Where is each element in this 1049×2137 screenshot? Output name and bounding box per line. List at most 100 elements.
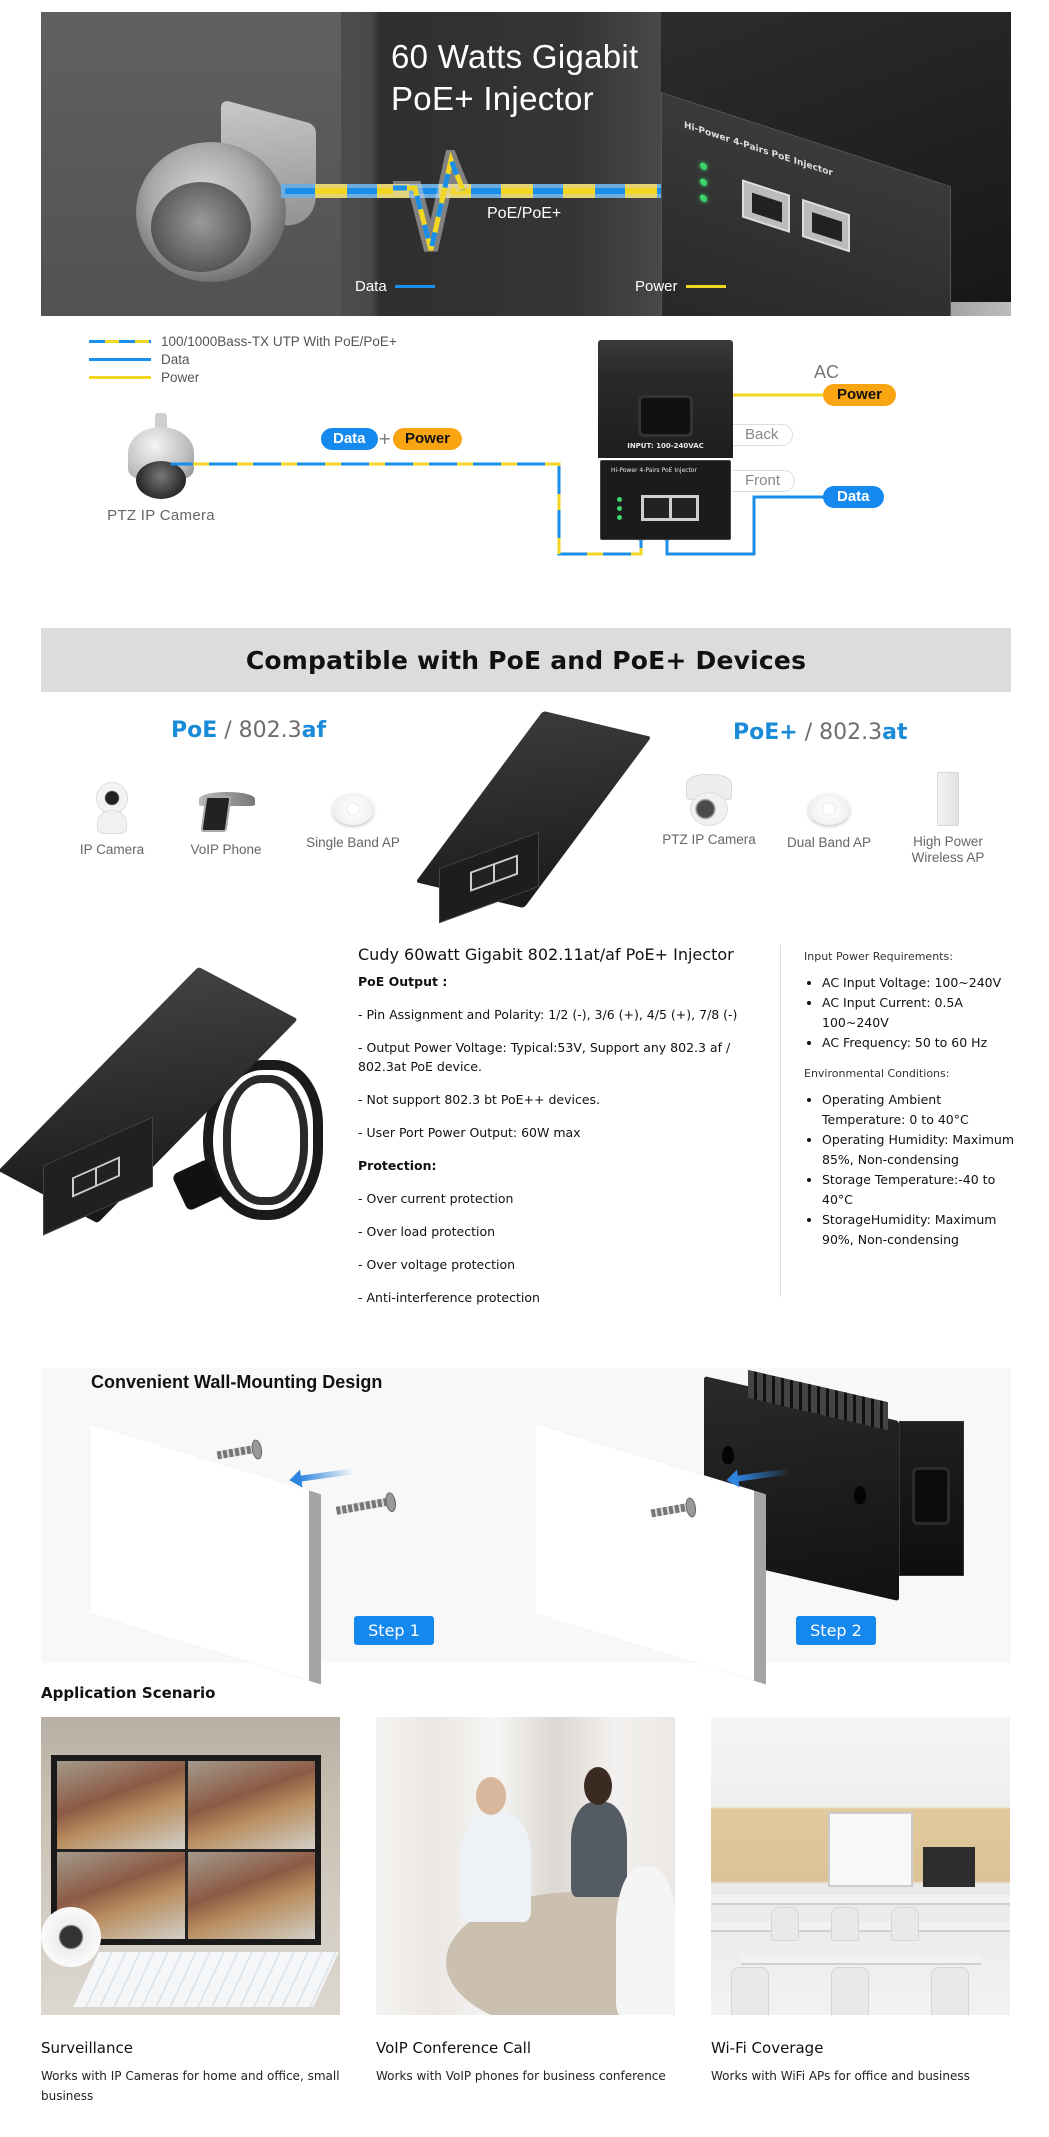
spec-line: - Not support 802.3 bt PoE++ devices. [358, 1092, 600, 1107]
power-line-icon [685, 285, 726, 288]
product-specs: Cudy 60watt Gigabit 802.11at/af PoE+ Inj… [0, 935, 1014, 1325]
app-card-surveillance: Surveillance Works with IP Cameras for h… [41, 1717, 340, 2106]
spec-line: - Anti-interference protection [358, 1290, 540, 1305]
dome-camera-icon [128, 413, 194, 499]
spec-line: - User Port Power Output: 60W max [358, 1125, 581, 1140]
turret-camera-icon [686, 774, 732, 826]
cable-label: PoE/PoE+ [487, 205, 562, 222]
injector-product-image [415, 710, 652, 924]
input-power-heading: Input Power Requirements: [804, 950, 953, 963]
application-cards: Surveillance Works with IP Cameras for h… [41, 1717, 1011, 2106]
surveillance-image [41, 1717, 340, 2015]
environmental-heading: Environmental Conditions: [804, 1067, 950, 1080]
device-ptz-ip-camera: PTZ IP Camera [654, 774, 764, 848]
list-item: Operating Humidity: Maximum 85%, Non-con… [822, 1130, 1014, 1170]
cable-zigzag-graphic [393, 150, 470, 252]
injector-front: Hi-Power 4-Pairs PoE Injector [600, 460, 731, 540]
ip-camera-icon [94, 782, 130, 836]
poe-output-heading: PoE Output : [358, 974, 448, 989]
access-point-icon [332, 787, 374, 829]
power-requirements: Input Power Requirements: AC Input Volta… [804, 950, 1014, 1264]
list-item: AC Frequency: 50 to 60 Hz [822, 1033, 1014, 1053]
app-card-title: VoIP Conference Call [376, 2039, 531, 2057]
back-tag: Back [733, 424, 794, 446]
compatible-header: Compatible with PoE and PoE+ Devices [41, 628, 1011, 692]
ethernet-ports-icon [641, 495, 699, 521]
wall-mount-title: Convenient Wall-Mounting Design [91, 1372, 383, 1392]
legend-data: Data [355, 278, 435, 295]
dashed-line-icon [89, 339, 151, 343]
app-card-title: Wi-Fi Coverage [711, 2039, 824, 2057]
step-1-badge: Step 1 [354, 1616, 434, 1645]
ac-label: AC [814, 362, 840, 382]
connection-diagram: 100/1000Bass-TX UTP With PoE/PoE+ Data P… [41, 318, 1011, 618]
power-pill: Power [393, 428, 463, 450]
divider [780, 945, 781, 1297]
ptz-camera: PTZ IP Camera [101, 413, 221, 524]
device-dual-band-ap: Dual Band AP [774, 787, 884, 851]
diagram-cables [171, 389, 881, 556]
application-title: Application Scenario [41, 1684, 216, 1702]
screw-icon [216, 1444, 258, 1460]
app-card-wifi: Wi-Fi Coverage Works with WiFi APs for o… [711, 1717, 1010, 2106]
product-title: Cudy 60watt Gigabit 802.11at/af PoE+ Inj… [358, 945, 734, 964]
poeplus-standard-label: PoE+ / 802.3at [733, 720, 908, 745]
app-card-title: Surveillance [41, 2039, 133, 2057]
app-card-text: Works with WiFi APs for office and busin… [711, 2069, 970, 2083]
compatible-devices: PoE / 802.3af IP Camera VoIP Phone Singl… [41, 692, 1011, 927]
device-label: Hi-Power 4-Pairs PoE Injector [684, 120, 833, 179]
protection-heading: Protection: [358, 1158, 437, 1173]
list-item: AC Input Current: 0.5A 100~240V [822, 993, 1014, 1033]
screw-icon [335, 1497, 392, 1515]
device-ip-camera: IP Camera [57, 782, 167, 858]
spec-line: - Over current protection [358, 1191, 514, 1206]
injector-device-image: Hi-Power 4-Pairs PoE Injector [661, 12, 1011, 316]
list-item: Storage Temperature:-40 to 40°C [822, 1170, 1014, 1210]
environmental-list: Operating Ambient Temperature: 0 to 40°C… [804, 1090, 1014, 1250]
step-2-badge: Step 2 [796, 1616, 876, 1645]
plus-sign: + [378, 429, 392, 448]
voip-phone-icon [193, 782, 259, 836]
app-card-text: Works with IP Cameras for home and offic… [41, 2069, 340, 2103]
app-card-voip: VoIP Conference Call Works with VoIP pho… [376, 1717, 675, 2106]
data-line-icon [394, 285, 435, 288]
compatible-title: Compatible with PoE and PoE+ Devices [245, 645, 807, 675]
legend-item-data: Data [89, 350, 397, 368]
front-tag: Front [733, 470, 796, 492]
data-line-icon [89, 357, 151, 361]
device-high-power-ap: High Power Wireless AP [893, 772, 1003, 866]
ptz-camera-image [136, 99, 316, 282]
wall-mounting-section: Convenient Wall-Mounting Design Step 1 S… [41, 1368, 1011, 1685]
ethernet-port [802, 198, 850, 253]
app-card-text: Works with VoIP phones for business conf… [376, 2069, 666, 2083]
ac-socket-icon [912, 1467, 950, 1525]
hero-title: 60 Watts Gigabit PoE+ Injector [391, 38, 639, 117]
outdoor-ap-icon [937, 772, 959, 828]
spec-line: - Pin Assignment and Polarity: 1/2 (-), … [358, 1007, 738, 1022]
product-description: Cudy 60watt Gigabit 802.11at/af PoE+ Inj… [358, 945, 778, 1321]
list-item: AC Input Voltage: 100~240V [822, 973, 1014, 993]
brick-wall-icon [91, 1424, 321, 1685]
legend-item-utp: 100/1000Bass-TX UTP With PoE/PoE+ [89, 332, 397, 350]
led-indicator [700, 177, 707, 187]
legend-item-power: Power [89, 368, 397, 386]
injector-back-front-image: INPUT: 100-240VAC Hi-Power 4-Pairs PoE I… [598, 340, 733, 540]
led-indicator [700, 193, 707, 203]
ethernet-port [742, 179, 790, 233]
injector-rear-image [704, 1369, 964, 1602]
list-item: Operating Ambient Temperature: 0 to 40°C [822, 1090, 1014, 1130]
injector-with-cord-image [0, 965, 333, 1236]
device-single-band-ap: Single Band AP [298, 787, 408, 851]
diagram-legend: 100/1000Bass-TX UTP With PoE/PoE+ Data P… [89, 332, 397, 386]
led-indicator [700, 161, 707, 171]
power-line-icon [89, 375, 151, 379]
spec-line: - Output Power Voltage: Typical:53V, Sup… [358, 1040, 731, 1074]
ac-socket-icon [638, 395, 693, 437]
arrow-left-icon [298, 1468, 355, 1482]
classroom-image [711, 1717, 1010, 2015]
legend-power: Power [635, 278, 726, 295]
injector-back: INPUT: 100-240VAC [598, 340, 733, 458]
data-pill: Data [321, 428, 378, 450]
input-power-list: AC Input Voltage: 100~240V AC Input Curr… [804, 973, 1014, 1053]
poe-standard-label: PoE / 802.3af [171, 718, 327, 743]
